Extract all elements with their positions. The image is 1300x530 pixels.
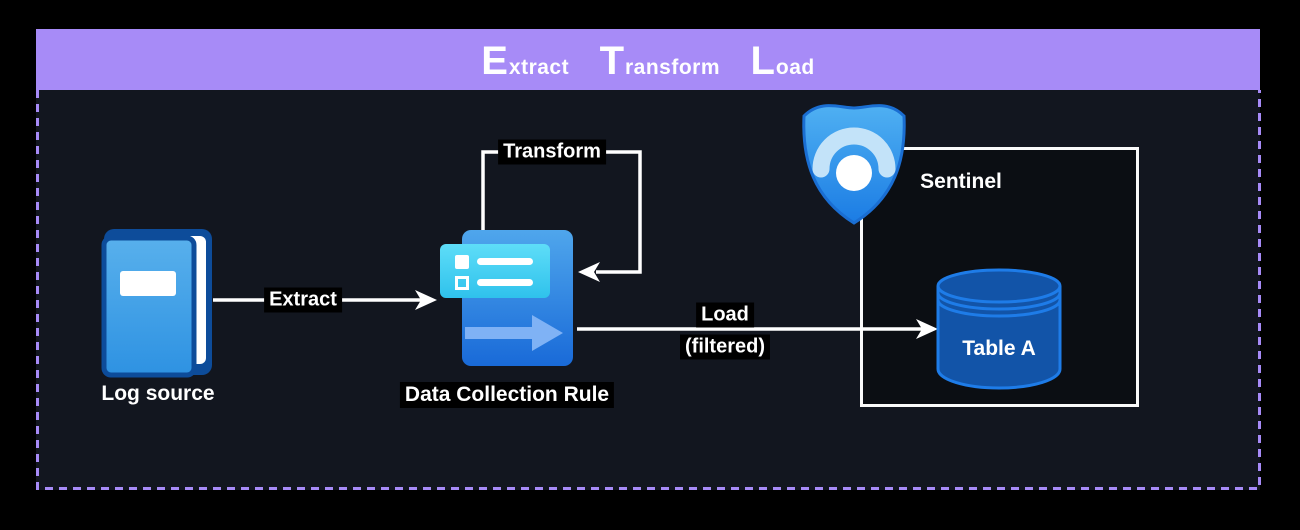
title-banner: Extract Transform Load — [36, 29, 1260, 90]
title-word-extract: Extract — [481, 39, 570, 83]
sentinel-label: Sentinel — [920, 170, 1002, 193]
load-edge-sublabel: (filtered) — [680, 334, 770, 360]
transform-edge-label: Transform — [498, 139, 606, 165]
database-cylinder-icon — [934, 266, 1064, 397]
title-word-load: Load — [750, 39, 815, 83]
book-icon — [98, 227, 216, 384]
extract-edge-label: Extract — [264, 287, 342, 313]
data-collection-rule-icon — [440, 228, 575, 373]
canvas-dashed-border — [36, 90, 1261, 490]
data-collection-rule-label: Data Collection Rule — [399, 382, 615, 408]
load-arrow — [577, 319, 938, 339]
log-source-label: Log source — [101, 382, 215, 405]
transform-loop-arrow — [481, 150, 642, 282]
page-title: Extract Transform Load — [468, 39, 828, 84]
sentinel-shield-icon — [795, 95, 913, 232]
table-a-label: Table A — [962, 337, 1036, 360]
title-word-transform: Transform — [599, 39, 721, 83]
load-edge-label: Load — [696, 302, 754, 328]
